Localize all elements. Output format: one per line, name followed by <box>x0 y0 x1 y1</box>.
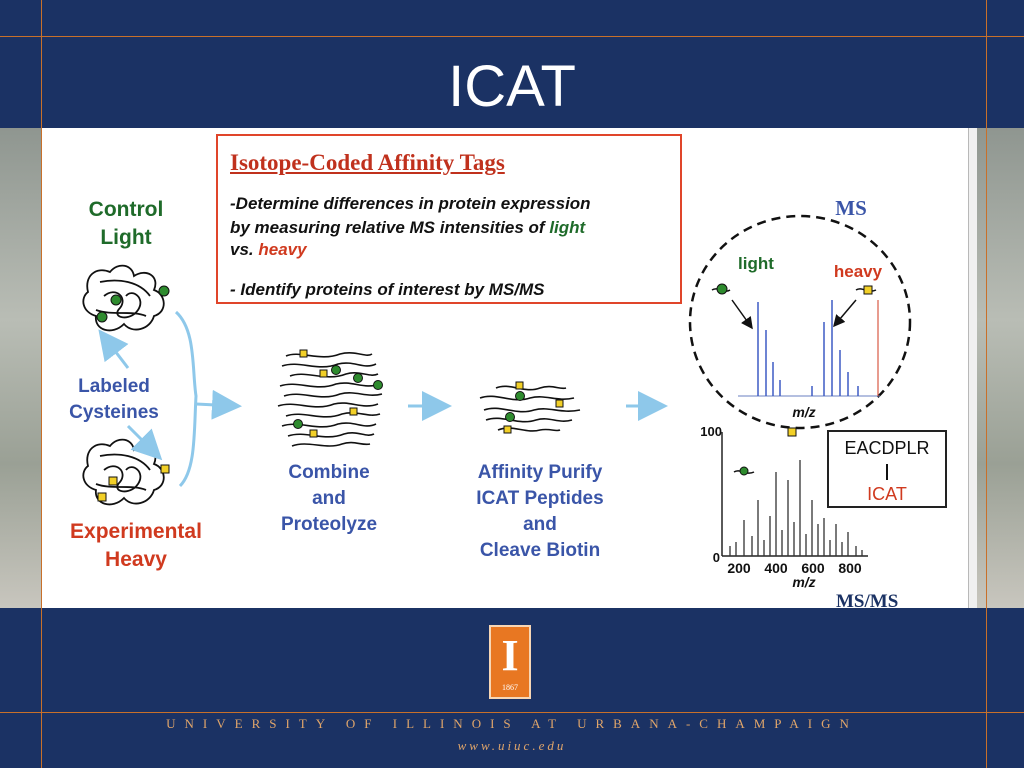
heavy-text: Heavy <box>105 548 167 571</box>
side-photo-right <box>976 128 1024 608</box>
light-tag-dot <box>293 419 303 429</box>
labeled-cysteines-label: Labeled Cysteines <box>52 374 176 426</box>
light-tag-dot <box>110 294 122 306</box>
light-text: Light <box>100 226 152 249</box>
heavy-tag-square <box>299 349 308 358</box>
sequence-box: EACDPLR ICAT <box>827 430 947 508</box>
university-url: www.uiuc.edu <box>457 738 567 753</box>
ms-label: MS <box>835 196 867 220</box>
msms-mz-label: m/z <box>792 574 816 590</box>
icat-line-2: by measuring relative MS intensities of … <box>230 218 585 238</box>
university-name: UNIVERSITY OF ILLINOIS AT URBANA-CHAMPAI… <box>166 716 858 731</box>
icat-light-word: light <box>549 218 586 237</box>
ms-spectrum-peaks <box>757 300 859 396</box>
affinity-purify-text: Affinity Purify <box>477 462 603 483</box>
experimental-text: Experimental <box>70 520 202 543</box>
heavy-tag-square <box>319 369 328 378</box>
msms-x-tick: 200 <box>727 560 751 576</box>
icat-tag-label: ICAT <box>867 484 907 504</box>
arrow-heavy-peak <box>833 299 857 328</box>
msms-y-bottom: 0 <box>712 550 720 565</box>
grid-line-right <box>986 0 987 768</box>
proteolyze-text: Proteolyze <box>280 514 378 535</box>
heavy-tag-square <box>555 399 564 408</box>
arrow-to-control <box>98 329 130 369</box>
light-tag-dot <box>505 412 515 422</box>
peptide-sequence: EACDPLR <box>844 438 930 458</box>
icat-line-4: - Identify proteins of interest by MS/MS <box>230 280 545 299</box>
light-tag-dot <box>96 311 108 323</box>
cleave-biotin-text: Cleave Biotin <box>479 540 601 561</box>
grid-line-left <box>41 0 42 768</box>
arrow-to-combine <box>195 389 242 420</box>
msms-x-tick: 600 <box>801 560 825 576</box>
ms-heavy-label: heavy <box>833 262 883 281</box>
light-tag-dot <box>331 365 341 375</box>
light-tag-dot <box>158 285 170 297</box>
light-tag-dot <box>515 391 525 401</box>
experimental-label: Experimental Heavy <box>48 518 224 574</box>
icat-peptides-text: ICAT Peptides <box>476 488 604 509</box>
msms-label: MS/MS <box>836 591 899 608</box>
labeled-text: Labeled <box>78 376 150 397</box>
icat-info-box: Isotope-Coded Affinity Tags -Determine d… <box>216 134 682 304</box>
and-text: and <box>312 488 346 509</box>
merge-bracket <box>174 310 198 488</box>
arrow-to-experimental <box>126 424 163 461</box>
light-tag-dot <box>739 466 749 476</box>
purified-peptides-icon <box>479 385 581 432</box>
heavy-tag-square <box>349 407 358 416</box>
and-text: and <box>523 514 557 535</box>
slide-header <box>0 0 1024 128</box>
sequence-link <box>886 464 888 480</box>
ms-mz-label: m/z <box>792 404 816 420</box>
side-photo-left <box>0 128 42 608</box>
experimental-protein-icon <box>82 438 165 506</box>
heavy-tag-square <box>787 427 797 437</box>
icat-line-1: -Determine differences in protein expres… <box>230 194 591 213</box>
msms-x-tick: 800 <box>838 560 862 576</box>
light-tag-dot <box>373 380 383 390</box>
msms-spectrum-peaks <box>729 460 863 556</box>
ms-zoom-circle <box>688 214 912 430</box>
heavy-tag-square <box>160 464 170 474</box>
icat-line-3: vs. heavy <box>230 240 307 260</box>
purify-step-label: Affinity Purify ICAT Peptides and Cleave… <box>446 460 634 564</box>
icat-line-3-text: vs. <box>230 240 259 259</box>
control-text: Control <box>88 198 164 221</box>
peptide-mixture-icon <box>277 352 383 447</box>
heavy-tag-square <box>515 381 524 390</box>
heavy-tag-square <box>97 492 107 502</box>
light-tag-dot <box>716 283 728 295</box>
heavy-tag-square <box>108 476 118 486</box>
slide-title: ICAT <box>448 54 576 119</box>
control-label: Control Light <box>66 196 186 252</box>
control-protein-icon <box>82 264 165 332</box>
arrow-light-peak <box>731 299 753 330</box>
light-tag-dot <box>353 373 363 383</box>
heavy-tag-square <box>863 285 873 295</box>
cysteines-text: Cysteines <box>69 402 159 423</box>
seal-letter: I <box>501 631 519 680</box>
panel-edge <box>968 128 977 608</box>
heavy-tag-square <box>503 425 512 434</box>
icat-heavy-word: heavy <box>258 240 307 259</box>
grid-line-top <box>0 36 1024 37</box>
msms-y-top: 100 <box>700 424 722 439</box>
msms-x-tick: 400 <box>764 560 788 576</box>
university-seal-icon: I 1867 <box>489 625 531 699</box>
ms-light-label: light <box>738 254 774 273</box>
icat-line-2-text: by measuring relative MS intensities of <box>230 218 550 237</box>
combine-text: Combine <box>288 462 370 483</box>
combine-step-label: Combine and Proteolyze <box>262 460 396 538</box>
heavy-tag-square <box>309 429 318 438</box>
grid-line-bottom <box>0 712 1024 713</box>
seal-year: 1867 <box>502 683 518 692</box>
icat-box-title: Isotope-Coded Affinity Tags <box>230 150 505 175</box>
